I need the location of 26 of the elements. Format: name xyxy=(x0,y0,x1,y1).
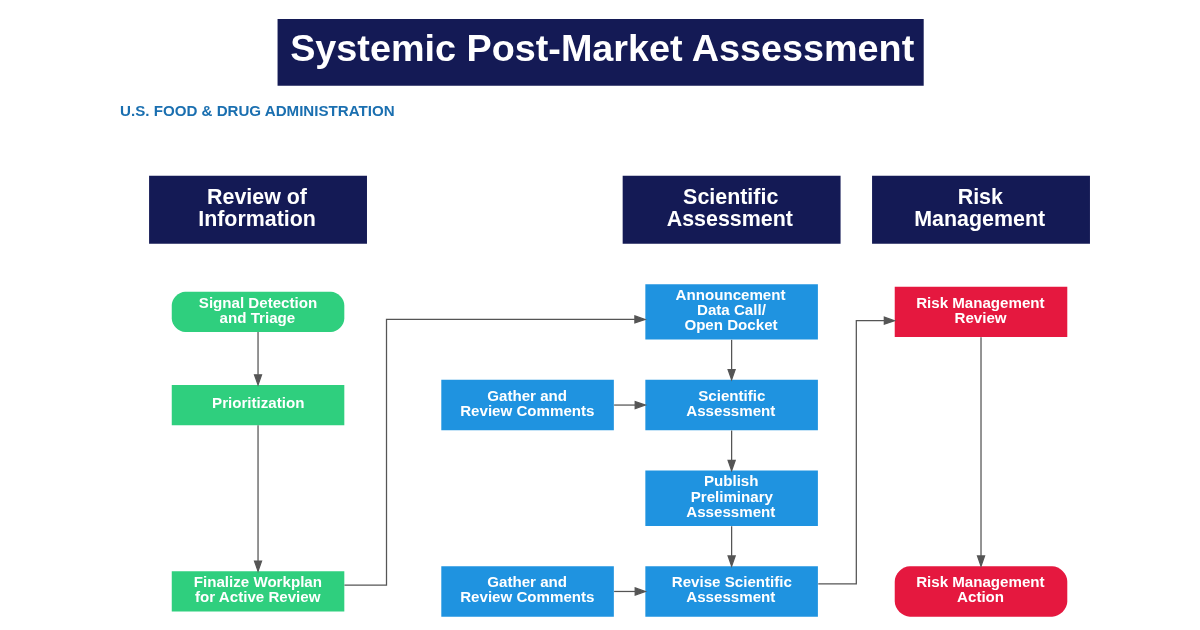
node-box: Announcement Data Call/ Open Docket xyxy=(645,284,818,340)
node-box: Gather and Review Comments xyxy=(441,379,614,431)
arrow xyxy=(613,587,648,596)
arrow xyxy=(727,525,737,568)
node-box: Finalize Workplan for Active Review xyxy=(171,571,345,612)
node-box: Scientific Assessment xyxy=(622,175,841,244)
node-box: Risk Management Review xyxy=(894,286,1068,338)
node-box: Prioritization xyxy=(171,384,345,426)
node-box: Gather and Review Comments xyxy=(441,566,614,617)
arrow xyxy=(727,339,737,382)
arrow xyxy=(727,429,737,473)
arrow xyxy=(253,424,263,574)
arrow xyxy=(253,331,263,387)
arrow xyxy=(976,336,986,568)
node-box: Risk Management xyxy=(872,175,1090,244)
arrow xyxy=(343,315,647,586)
arrow xyxy=(817,316,897,585)
node-box: Publish Preliminary Assessment xyxy=(645,470,818,526)
node-box: Signal Detection and Triage xyxy=(171,291,345,332)
node-box: Review of Information xyxy=(149,175,367,244)
diagram-title: Systemic Post-Market Assessment xyxy=(290,26,915,69)
node-box: Risk Management Action xyxy=(894,566,1068,617)
label: U.S. FOOD & DRUG ADMINISTRATION xyxy=(120,101,395,119)
node-box: Scientific Assessment xyxy=(645,379,818,431)
arrow xyxy=(613,400,648,410)
node-box: Revise Scientific Assessment xyxy=(645,566,818,617)
